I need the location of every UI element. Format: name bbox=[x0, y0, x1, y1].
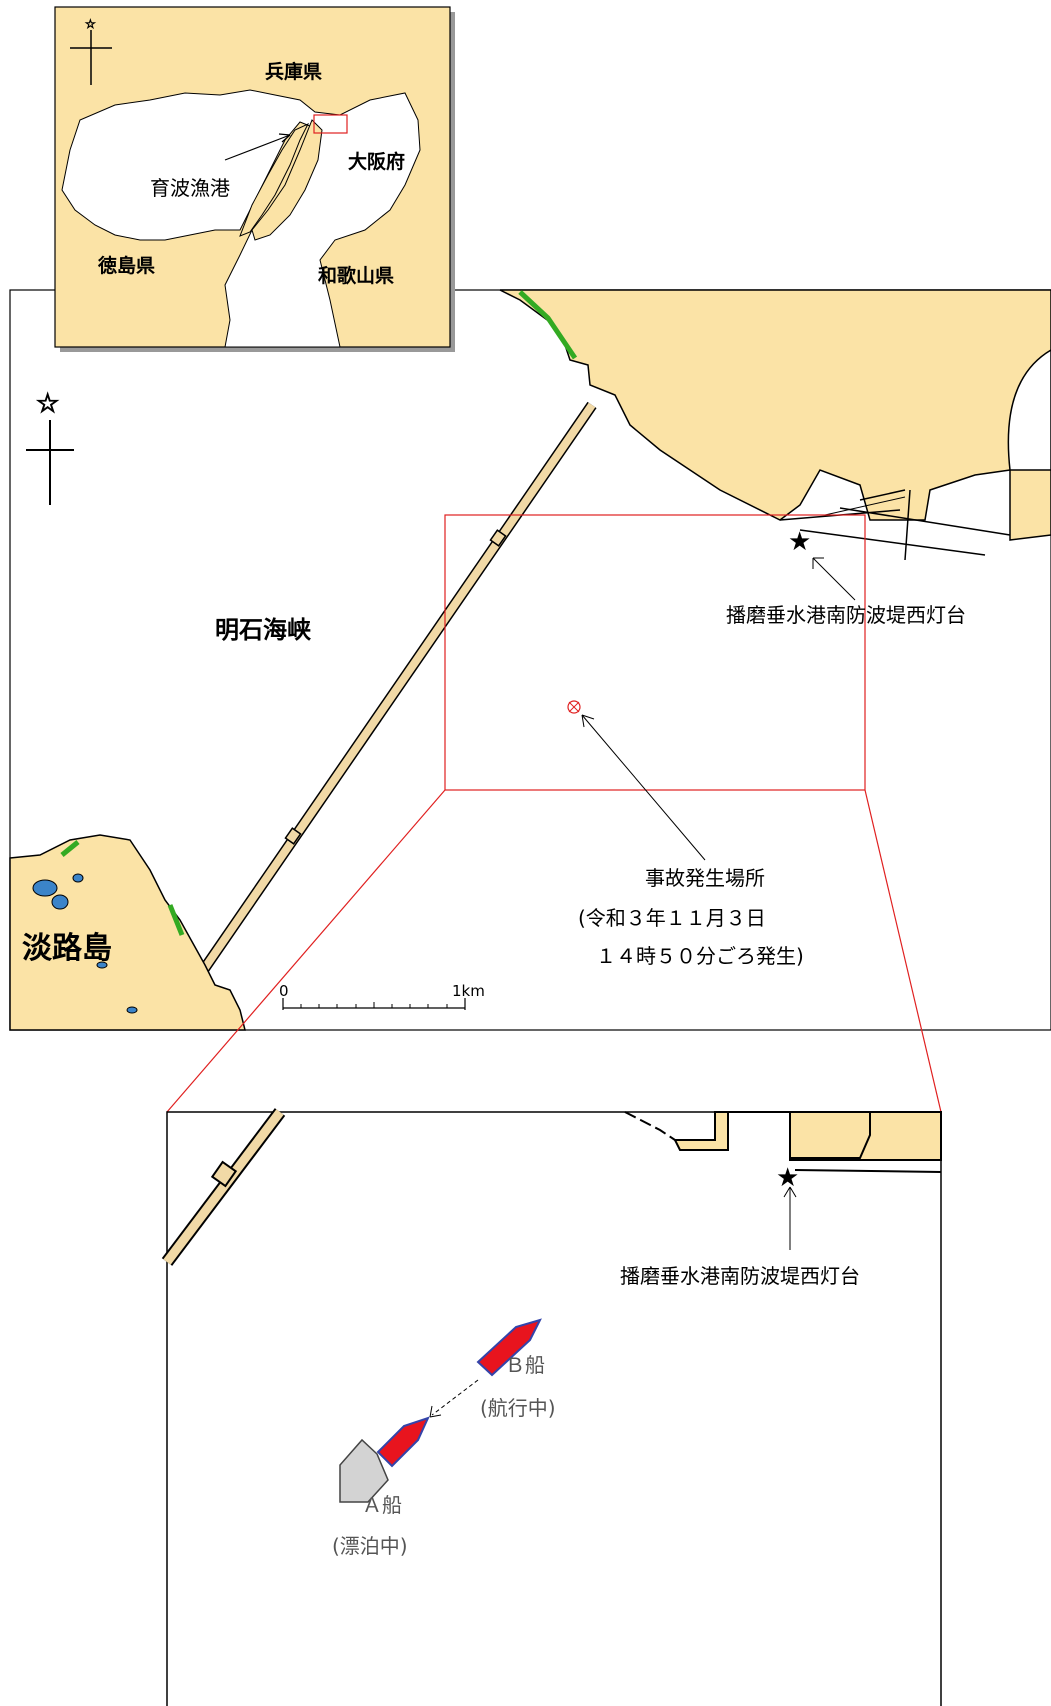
main-map: ☆ ★ 播磨垂水港南防波堤西灯台 明石海峡 淡路島 事故発生場所 (令和３年１１… bbox=[9, 289, 1051, 1031]
ship-b-status: (航行中) bbox=[480, 1396, 556, 1420]
detail-map: ★ 播磨垂水港南防波堤西灯台 Ｂ船 (航行中) Ａ船 (漂泊中) bbox=[161, 1108, 942, 1706]
ship-b-course-arrowhead bbox=[429, 1405, 442, 1418]
detail-breakwater bbox=[789, 1112, 942, 1173]
accident-title: 事故発生場所 bbox=[645, 866, 765, 890]
detail-map-frame bbox=[166, 1111, 942, 1706]
ship-a-name: Ａ船 bbox=[362, 1493, 402, 1517]
coast-vegetation bbox=[518, 290, 578, 360]
detail-coast-dashes bbox=[624, 1111, 676, 1141]
accident-leader bbox=[581, 714, 706, 861]
lighthouse-star-icon: ★ bbox=[788, 527, 811, 557]
ship-a-status: (漂泊中) bbox=[332, 1534, 408, 1558]
pond bbox=[32, 879, 58, 897]
detail-land-pier bbox=[673, 1111, 729, 1151]
svg-text:☆: ☆ bbox=[85, 17, 96, 31]
pond bbox=[126, 1006, 138, 1014]
bridge-tower bbox=[284, 827, 302, 845]
scale-bar: 0 1km bbox=[279, 982, 485, 1010]
port-leader-arrowhead bbox=[278, 133, 291, 143]
detail-area-box bbox=[444, 514, 866, 791]
island-label: 淡路島 bbox=[22, 931, 112, 966]
inset-label-tokushima: 徳島県 bbox=[97, 254, 155, 277]
bridge-tower bbox=[489, 529, 507, 547]
ship-a-icon bbox=[376, 1416, 430, 1468]
lighthouse-leader-arrowhead bbox=[812, 557, 824, 569]
lighthouse-leader bbox=[812, 557, 856, 601]
inset-label-wakayama: 和歌山県 bbox=[318, 264, 394, 287]
inset-water bbox=[61, 89, 421, 348]
port-leader bbox=[224, 134, 291, 161]
inset-label-hyogo: 兵庫県 bbox=[265, 60, 322, 83]
pond bbox=[96, 961, 108, 969]
accident-leader-arrowhead bbox=[581, 714, 595, 728]
ship-b-course bbox=[431, 1379, 479, 1416]
honshu-bay bbox=[1007, 349, 1051, 471]
ship-b-name: Ｂ船 bbox=[505, 1353, 545, 1377]
inset-map: ☆ 兵庫県 大阪府 育波漁港 徳島県 和歌山県 bbox=[54, 6, 455, 352]
inset-focus-box bbox=[313, 114, 348, 134]
north-arrow-icon: ☆ bbox=[26, 388, 74, 505]
ship-b-icon bbox=[476, 1318, 542, 1377]
inset-awaji bbox=[239, 122, 310, 237]
pond bbox=[72, 873, 84, 883]
svg-text:☆: ☆ bbox=[36, 389, 59, 419]
inset-label-osaka: 大阪府 bbox=[348, 150, 405, 173]
ship-a-gray-icon bbox=[339, 1438, 389, 1503]
detail-lighthouse-label: 播磨垂水港南防波堤西灯台 bbox=[620, 1264, 860, 1288]
zoom-line-left bbox=[166, 789, 446, 1113]
scale-start: 0 bbox=[279, 982, 289, 1000]
lighthouse-label: 播磨垂水港南防波堤西灯台 bbox=[726, 603, 966, 627]
accident-marker-icon bbox=[567, 700, 581, 714]
inset-north-arrow-icon: ☆ bbox=[70, 17, 112, 85]
accident-date: (令和３年１１月３日 bbox=[578, 906, 766, 930]
awaji-vegetation bbox=[60, 840, 185, 936]
inset-awaji-body bbox=[251, 119, 323, 241]
inset-label-port: 育波漁港 bbox=[150, 176, 230, 200]
detail-lighthouse-arrowhead bbox=[783, 1186, 797, 1198]
harbor-entrance-line bbox=[824, 496, 906, 516]
strait-label: 明石海峡 bbox=[215, 616, 311, 644]
accident-time: １４時５０分ごろ発生) bbox=[596, 944, 804, 968]
detail-bridge-tower bbox=[210, 1160, 238, 1188]
akashi-kaikyo-bridge bbox=[195, 401, 597, 979]
zoom-line-right bbox=[864, 789, 942, 1113]
detail-lighthouse-star-icon: ★ bbox=[776, 1163, 799, 1193]
detail-bridge-deck bbox=[163, 1109, 284, 1265]
scale-end: 1km bbox=[452, 982, 485, 1000]
detail-land bbox=[720, 1111, 942, 1161]
pond bbox=[51, 894, 69, 910]
